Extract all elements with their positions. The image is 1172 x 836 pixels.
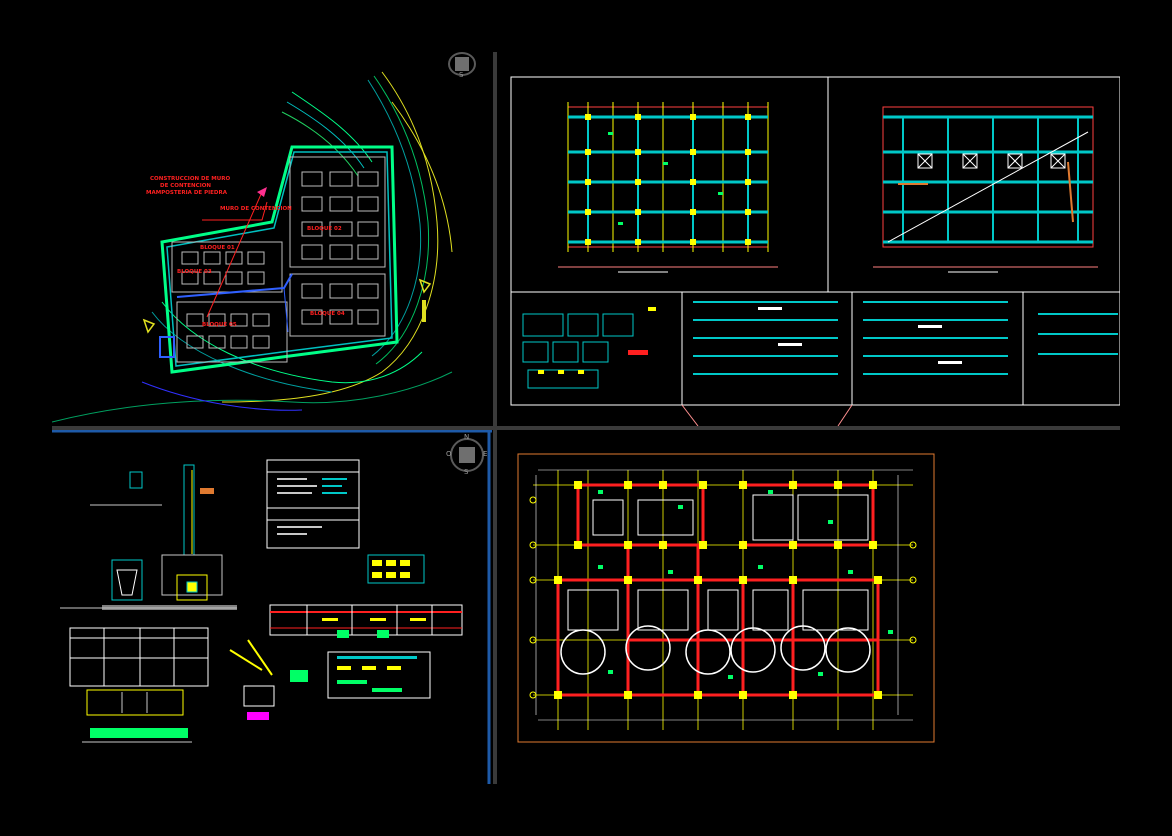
- separator-horizontal-right[interactable]: [493, 426, 1120, 430]
- compass-south-label: S: [464, 468, 469, 476]
- compass-south-label-top: S: [459, 71, 464, 79]
- structural-sheets-drawing: [510, 76, 1120, 426]
- details-drawing: [52, 430, 492, 784]
- viewport-top-right[interactable]: [498, 52, 1120, 426]
- foundation-plan-drawing: [517, 453, 935, 743]
- separator-horizontal-left[interactable]: [52, 426, 493, 430]
- view-cube-top[interactable]: S: [444, 50, 480, 79]
- site-label-8: BLOQUE 04: [310, 311, 345, 317]
- compass-east-label: E: [483, 450, 488, 458]
- site-label-4: MURO DE CONTENCION: [220, 206, 292, 212]
- viewport-top-left[interactable]: CONSTRUCCION DE MURO DE CONTENCION MAMPO…: [52, 52, 492, 426]
- viewport-bottom-left[interactable]: [52, 430, 492, 784]
- view-cube-bottom[interactable]: N S E O: [446, 434, 488, 476]
- site-label-6: BLOQUE 02: [307, 226, 342, 232]
- site-label-2: DE CONTENCION: [160, 183, 211, 189]
- site-label-5: BLOQUE 01: [200, 245, 235, 251]
- site-plan-drawing: CONSTRUCCION DE MURO DE CONTENCION MAMPO…: [52, 71, 453, 423]
- site-label-9: BLOQUE 05: [202, 322, 237, 328]
- viewport-bottom-right[interactable]: [498, 430, 1120, 784]
- separator-vertical-top[interactable]: [493, 52, 497, 426]
- site-label-3: MAMPOSTERIA DE PIEDRA: [146, 190, 228, 196]
- site-label-7: BLOQUE 03: [177, 269, 212, 275]
- separator-vertical-bottom[interactable]: [493, 430, 497, 784]
- site-label-1: CONSTRUCCION DE MURO: [150, 176, 230, 182]
- compass-north-label: N: [464, 433, 470, 441]
- compass-west-label: O: [446, 450, 452, 458]
